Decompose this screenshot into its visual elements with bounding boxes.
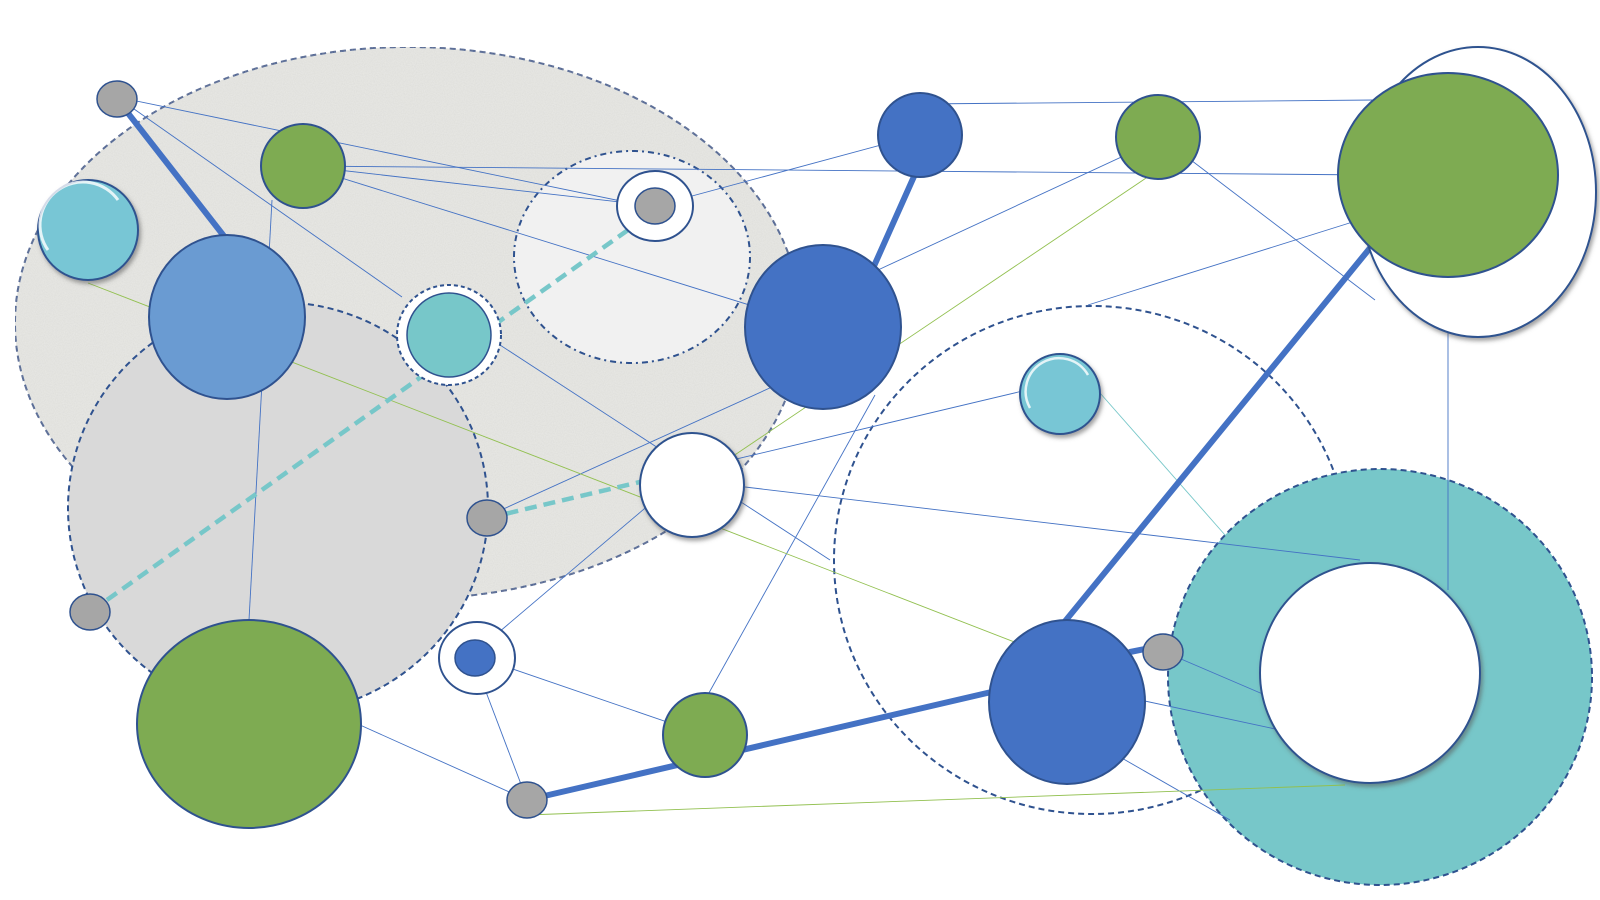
aqua-node-right-highlight [1024, 356, 1090, 409]
gray-node-left [69, 593, 111, 631]
blue-node-center [744, 244, 902, 410]
green-node-top [1115, 94, 1201, 180]
aqua-node-left-highlight [38, 180, 120, 251]
aqua-node-left [37, 179, 139, 281]
blue-node-bottom-right [988, 619, 1146, 785]
gray-node-inner-top [634, 187, 676, 225]
green-node-top-left [260, 123, 346, 209]
blue-node-top [877, 92, 963, 178]
blue-node-inner-bottom [454, 639, 496, 677]
teal-connector [1099, 392, 1226, 536]
light-blue-node-large [148, 234, 306, 400]
aqua-node-right [1019, 353, 1101, 435]
gray-node-right [1142, 633, 1184, 671]
gray-node-top-left [96, 80, 138, 118]
white-node-center [639, 432, 745, 538]
dashed-teal-connectors [88, 228, 641, 614]
thick-blue-connectors [114, 96, 1373, 803]
green-node-top-right [1337, 72, 1559, 278]
green-node-bottom [662, 692, 748, 778]
gray-node-middle [466, 499, 508, 537]
white-node-large-right [1259, 562, 1481, 784]
gray-node-bottom [506, 781, 548, 819]
thin-connectors [116, 96, 1449, 821]
green-node-bottom-left [136, 619, 362, 829]
teal-node [406, 292, 492, 378]
